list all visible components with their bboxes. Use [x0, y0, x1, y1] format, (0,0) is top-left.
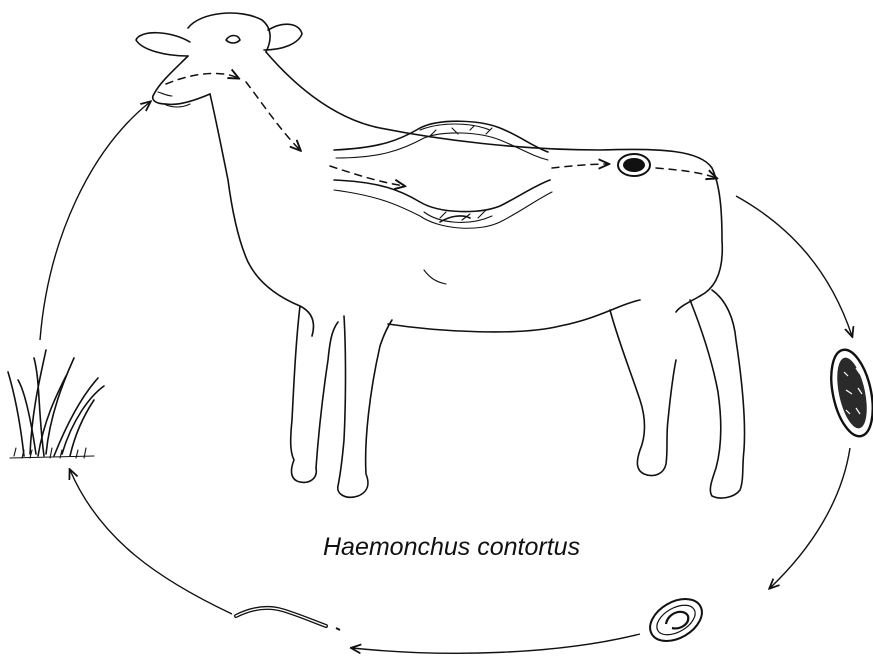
cycle-arrow-larva-to-grass: [70, 470, 232, 614]
stomach-section: [334, 121, 552, 228]
cycle-arrow-egg-to-hatch: [770, 448, 850, 588]
migration-path-mouth-to-stomach: [166, 73, 238, 84]
cycle-arrow-grass-to-host: [40, 102, 150, 340]
diagram-caption: Haemonchus contortus: [323, 533, 580, 562]
migration-path-throat: [246, 82, 300, 150]
sheep-illustration: [136, 13, 745, 498]
migration-path-to-egg: [552, 164, 608, 168]
free-larva: [236, 608, 340, 630]
egg-embryonated: [824, 346, 873, 440]
egg-in-host: [618, 154, 650, 176]
grass-tuft: [8, 350, 104, 458]
cycle-arrow-host-to-egg: [736, 196, 852, 336]
migration-path-to-exit: [656, 168, 716, 178]
cycle-arrow-hatch-to-larva: [352, 634, 640, 653]
larva-in-egg: [643, 590, 709, 649]
